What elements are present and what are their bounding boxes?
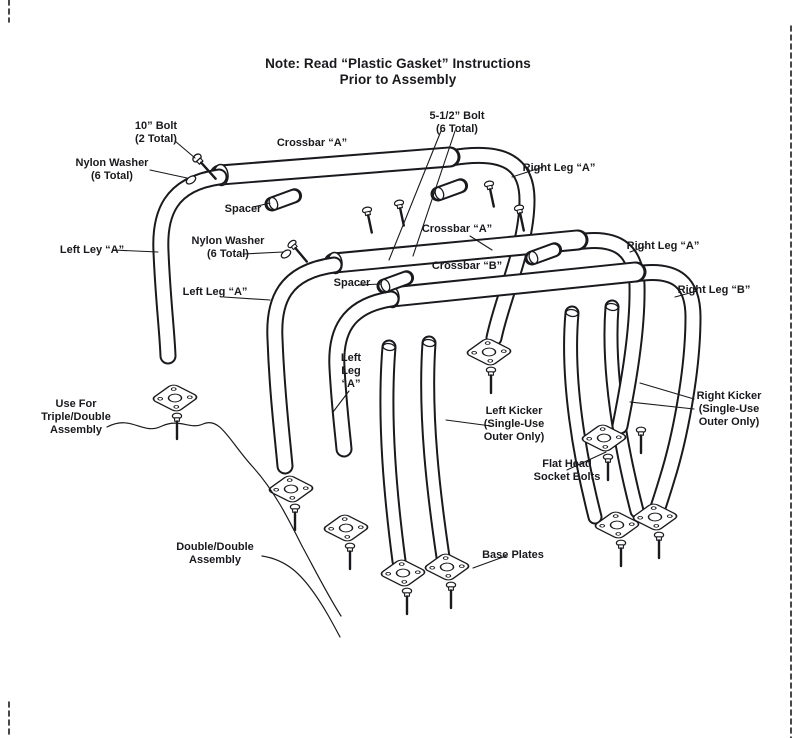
label-10-inch-bolt: 10” Bolt (2 Total) <box>134 120 178 145</box>
socket-bolt-icon <box>485 366 497 395</box>
label-left-leg-a-2: Left Leg “A” <box>340 352 362 390</box>
label-left-leg-a-1: Left Leg “A” <box>182 286 248 298</box>
label-left-kicker: Left Kicker (Single-Use Outer Only) <box>483 405 545 443</box>
label-flat-head-socket-bolts: Flat Head Socket Bolts <box>533 458 601 483</box>
leader-lines <box>112 130 698 569</box>
label-5-half-bolt: 5-1/2” Bolt (6 Total) <box>429 110 485 135</box>
left-kicker-tubes <box>379 335 451 569</box>
left-leg-a-mid-inner-tube <box>328 290 400 458</box>
base-plate <box>266 473 316 505</box>
socket-bolt-icon <box>401 587 413 616</box>
socket-bolt-icon <box>653 531 665 560</box>
label-nylon-washer-2: Nylon Washer (6 Total) <box>191 235 265 260</box>
five-half-bolt-icon <box>482 179 500 209</box>
label-crossbar-b: Crossbar “B” <box>431 260 503 272</box>
label-right-leg-b: Right Leg “B” <box>677 284 751 296</box>
right-leg-a-mid-tube <box>568 232 646 435</box>
base-plate <box>422 551 472 583</box>
label-double-double-assembly: Double/Double Assembly <box>176 541 254 566</box>
grouping-curves <box>106 421 342 638</box>
label-base-plates: Base Plates <box>482 549 544 561</box>
label-crossbar-a-top: Crossbar “A” <box>276 137 348 149</box>
label-use-for-triple-double: Use For Triple/Double Assembly <box>41 398 111 436</box>
label-left-ley-a: Left Ley “A” <box>59 244 125 256</box>
label-nylon-washer-1: Nylon Washer (6 Total) <box>75 157 149 182</box>
left-leg-a-mid-outer-tube <box>266 256 343 475</box>
base-plate <box>378 557 428 589</box>
right-leg-a-top-tube <box>442 146 536 347</box>
flat-head-socket-bolt-icon <box>635 426 647 455</box>
base-plate <box>464 336 514 368</box>
note-title-line2: Prior to Assembly <box>339 72 457 87</box>
nylon-washer-icon <box>279 247 293 261</box>
crop-marks <box>8 0 792 738</box>
label-spacer-2: Spacer <box>333 277 371 289</box>
base-plate <box>321 512 371 544</box>
note-title-line1: Note: Read “Plastic Gasket” Instructions <box>265 56 531 71</box>
right-leg-b-tube <box>626 264 702 523</box>
label-spacer-1: Spacer <box>224 203 262 215</box>
label-right-leg-a-2: Right Leg “A” <box>626 240 700 252</box>
label-right-leg-a-1: Right Leg “A” <box>522 162 596 174</box>
socket-bolt-icon <box>445 581 457 610</box>
five-half-bolt-icon <box>392 198 410 228</box>
label-crossbar-a-mid: Crossbar “A” <box>421 223 493 235</box>
socket-bolt-icon <box>344 542 356 571</box>
crossbar-a-top-tube <box>209 146 461 187</box>
five-half-bolt-icon <box>360 205 378 235</box>
spacer-icon <box>268 190 297 211</box>
left-leg-a-top-tube <box>152 168 228 365</box>
socket-bolt-icon <box>171 412 183 441</box>
socket-bolt-icon <box>615 539 627 568</box>
base-plate <box>150 382 200 414</box>
flat-head-socket-bolt-icon <box>602 453 614 482</box>
label-right-kicker: Right Kicker (Single-Use Outer Only) <box>696 390 762 428</box>
